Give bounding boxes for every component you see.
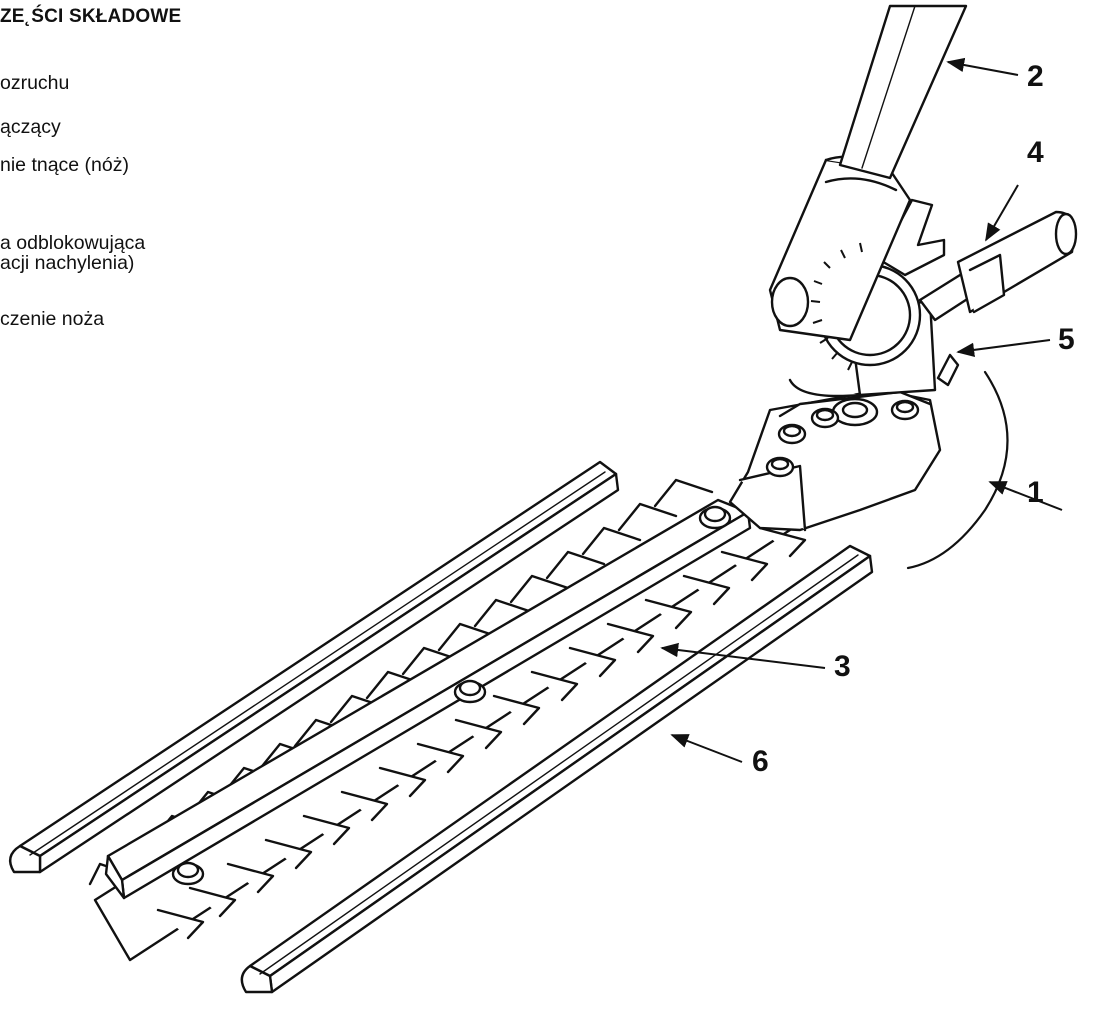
blade-bolt-top xyxy=(698,505,732,530)
leader-2 xyxy=(946,57,1019,76)
part-item: nie tnące (nóż) xyxy=(0,154,129,176)
blade-bolt-bottom xyxy=(171,861,205,886)
callout-2: 2 xyxy=(1027,60,1044,93)
blade-bolt-middle xyxy=(453,679,487,704)
leader-3 xyxy=(660,642,826,669)
callout-3: 3 xyxy=(834,650,851,683)
drive-shaft xyxy=(838,4,968,180)
leader-1 xyxy=(988,481,1063,511)
part-item: ozruchu xyxy=(0,72,70,94)
gear-ring-teeth xyxy=(810,242,863,371)
callout-5: 5 xyxy=(1058,323,1075,356)
gear-case-body xyxy=(728,388,942,532)
leader-lines xyxy=(660,57,1063,763)
blade-center-bar xyxy=(104,498,752,900)
leader-5 xyxy=(956,339,1051,358)
blade-guard-rear xyxy=(8,460,620,874)
handle-grip xyxy=(956,210,1078,314)
section-heading: ZE˛ŚCI SKŁADOWE xyxy=(0,6,182,27)
callout-4: 4 xyxy=(1027,136,1044,169)
callout-6: 6 xyxy=(752,745,769,778)
part-item: czenie noża xyxy=(0,308,105,330)
callout-1: 1 xyxy=(1027,476,1044,509)
gear-case-bolts xyxy=(765,399,920,478)
blade-bolts xyxy=(171,505,732,886)
leader-6 xyxy=(670,734,743,763)
leader-4 xyxy=(985,184,1019,242)
part-item: acji nachylenia) xyxy=(0,252,135,274)
angle-arc xyxy=(906,370,1009,570)
part-item: a odblokowująca xyxy=(0,232,146,254)
front-cutter-teeth xyxy=(156,526,807,940)
part-item: ączący xyxy=(0,116,61,138)
